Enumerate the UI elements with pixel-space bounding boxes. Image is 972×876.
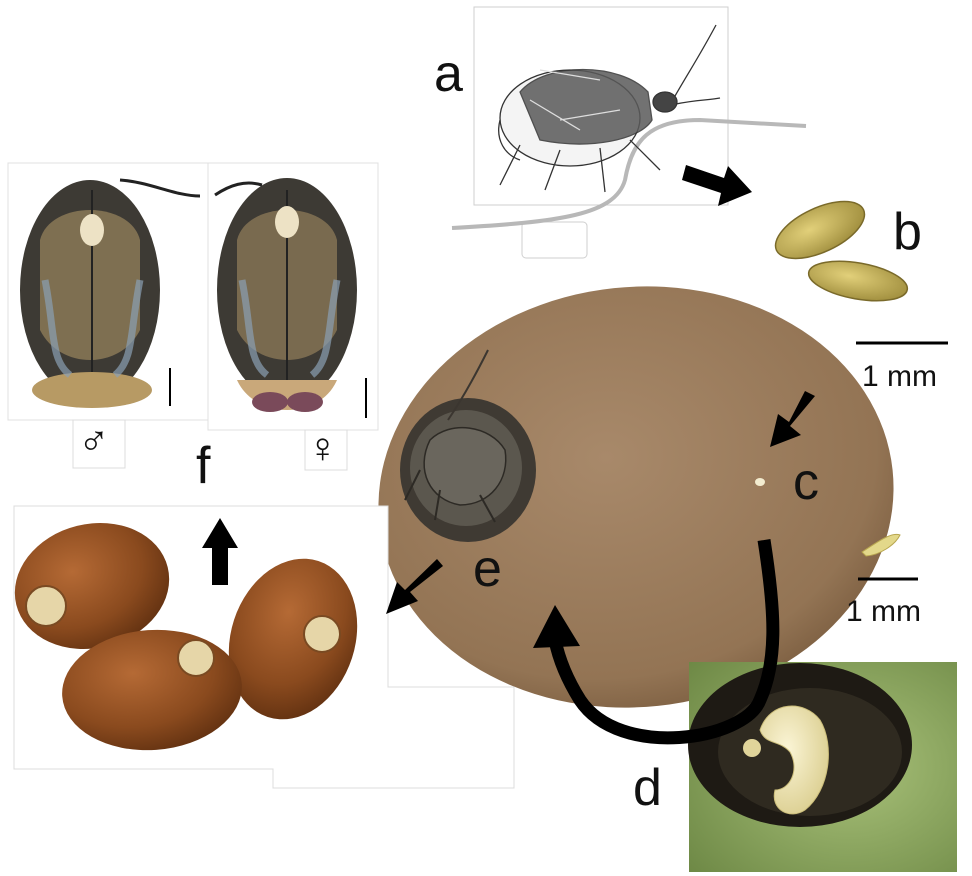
panel-label-a: a bbox=[434, 48, 463, 100]
male-symbol: ♂ bbox=[78, 420, 110, 462]
panel-label-d: d bbox=[633, 762, 662, 814]
panel-d-larva bbox=[688, 662, 957, 872]
scale-label-eggs: 1 mm bbox=[862, 362, 937, 392]
panel-label-b: b bbox=[893, 206, 922, 258]
female-symbol: ♀ bbox=[307, 427, 339, 469]
panel-label-c: c bbox=[793, 456, 819, 508]
panel-b-eggs bbox=[767, 190, 910, 308]
scale-label-seed: 1 mm bbox=[846, 597, 921, 627]
panel-label-e: e bbox=[473, 543, 502, 595]
panel-a-drawing bbox=[452, 7, 806, 258]
panel-label-f: f bbox=[196, 440, 210, 492]
